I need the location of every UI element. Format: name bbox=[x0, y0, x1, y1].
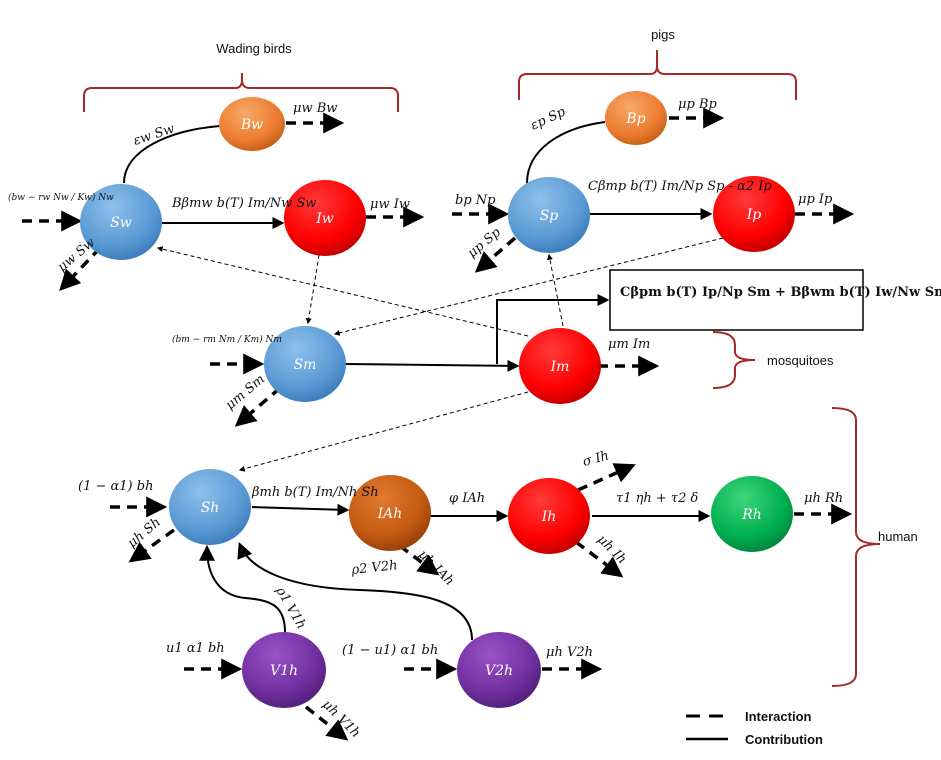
rate-mu-w-Bw: μw Bw bbox=[293, 101, 337, 116]
rate-recover-h: τ1 ηh + τ2 δ bbox=[616, 491, 699, 506]
brace-mosquitoes bbox=[712, 331, 756, 389]
svg-text:V1h: V1h bbox=[270, 663, 298, 679]
rate-phi-IAh: φ IAh bbox=[449, 491, 485, 506]
arrow-V1h-to-Sh bbox=[199, 544, 286, 633]
brace-wading-birds bbox=[83, 73, 399, 112]
rate-vacc2: (1 − u1) α1 bh bbox=[342, 643, 438, 658]
arrow-Sm-to-Im bbox=[344, 359, 520, 372]
rate-mu-p-Ip: μp Ip bbox=[798, 192, 833, 207]
node-IAh: IAh bbox=[349, 475, 431, 551]
arrow-Ih-sigma bbox=[577, 463, 636, 492]
node-Rh: Rh bbox=[711, 476, 793, 552]
group-label-mosquitoes: mosquitoes bbox=[767, 353, 834, 368]
svg-text:Sw: Sw bbox=[110, 215, 132, 231]
arrow-Sh-to-IAh bbox=[251, 503, 350, 516]
svg-text:Im: Im bbox=[550, 359, 570, 375]
svg-text:Sh: Sh bbox=[201, 500, 220, 516]
rate-mu-w-Iw: μw Iw bbox=[370, 197, 410, 212]
arrow-to-mosquito-box bbox=[496, 294, 610, 364]
group-label-pigs: pigs bbox=[651, 27, 675, 42]
rate-mu-p-Sp: μp Sp bbox=[465, 225, 504, 261]
legend-contribution: Contribution bbox=[745, 732, 823, 747]
rate-infect-h: βmh b(T) Im/Nh Sh bbox=[251, 485, 379, 500]
node-Iw: Iw bbox=[284, 180, 366, 256]
arrow-IAh-death bbox=[398, 544, 440, 576]
svg-text:Sm: Sm bbox=[294, 357, 317, 373]
node-V1h: V1h bbox=[242, 632, 326, 708]
group-label-wading-birds: Wading birds bbox=[216, 41, 292, 56]
rate-eps-p-Sp: εp Sp bbox=[528, 104, 568, 133]
rate-birth-m: (bm − rm Nm / Km) Nm bbox=[172, 334, 282, 345]
rate-mu-h-Ih: μh Ih bbox=[594, 532, 629, 567]
node-Im: Im bbox=[519, 328, 601, 404]
brace-human bbox=[831, 407, 881, 687]
brace-pigs bbox=[518, 50, 797, 100]
rate-mu-w-Sw: μw Sw bbox=[55, 235, 98, 275]
node-Ih: Ih bbox=[508, 478, 590, 554]
svg-text:Iw: Iw bbox=[315, 211, 334, 227]
legend: Interaction Contribution bbox=[686, 709, 823, 747]
rate-mu-m-Im: μm Im bbox=[608, 337, 650, 352]
node-Sw: Sw bbox=[80, 184, 162, 260]
arrow-Ip-to-Sm bbox=[333, 237, 724, 336]
node-Ip: Ip bbox=[713, 176, 795, 252]
arrow-Sp-death bbox=[474, 236, 517, 273]
rate-birth-h: (1 − α1) bh bbox=[78, 479, 153, 494]
node-Bp: Bp bbox=[605, 91, 667, 145]
arrow-Sh-death bbox=[128, 528, 176, 563]
arrow-Im-to-Sh bbox=[238, 391, 529, 472]
arrow-V1h-death bbox=[304, 705, 349, 741]
group-label-human: human bbox=[878, 529, 918, 544]
arrow-Im-to-Sw bbox=[156, 246, 529, 337]
arrow-V2h-to-Sh bbox=[237, 542, 473, 641]
arrow-Sw-death bbox=[59, 246, 102, 292]
arrow-Sp-to-Bp bbox=[526, 121, 606, 184]
mosquito-force-of-infection-box bbox=[609, 269, 864, 331]
rate-mu-h-V2h: μh V2h bbox=[546, 645, 593, 660]
svg-text:Ih: Ih bbox=[541, 509, 557, 525]
rate-vacc1: u1 α1 bh bbox=[166, 641, 225, 656]
rate-infect-p: Cβmp b(T) Im/Np Sp - α2 Ip bbox=[588, 179, 772, 194]
svg-text:Sp: Sp bbox=[540, 208, 559, 224]
svg-text:Rh: Rh bbox=[741, 507, 762, 523]
rate-birth-p: bp Np bbox=[455, 193, 496, 208]
rate-mu-p-Bp: μp Bp bbox=[678, 97, 717, 112]
svg-text:IAh: IAh bbox=[377, 506, 403, 522]
rate-mu-m-Sm: μm Sm bbox=[223, 372, 268, 413]
node-Bw: Bw bbox=[219, 97, 285, 151]
svg-text:V2h: V2h bbox=[485, 663, 513, 679]
node-Sh: Sh bbox=[169, 469, 251, 545]
node-Sm: Sm bbox=[264, 326, 346, 402]
rate-rho2-V2h: ρ2 V2h bbox=[350, 558, 398, 578]
mosquito-box-formula: Cβpm b(T) Ip/Np Sm + Bβwm b(T) Iw/Nw Sm bbox=[620, 285, 941, 300]
arrow-Sm-death bbox=[234, 386, 282, 427]
arrow-Sw-to-Bw bbox=[123, 125, 221, 184]
rate-birth-w: (bw − rw Nw / Kw) Nw bbox=[8, 192, 114, 203]
svg-text:Bp: Bp bbox=[625, 111, 645, 127]
rate-infect-w: Bβmw b(T) Im/Nw Sw bbox=[171, 196, 316, 211]
svg-text:Ip: Ip bbox=[746, 207, 762, 223]
rate-mu-h-Sh: μh Sh bbox=[125, 515, 164, 551]
arrow-Im-to-Sp bbox=[546, 253, 564, 327]
arrow-Iw-to-Sm bbox=[305, 254, 320, 325]
arrow-Ih-death bbox=[574, 540, 624, 578]
node-V2h: V2h bbox=[457, 632, 541, 708]
rate-mu-h-IAh: μh IAh bbox=[415, 547, 457, 589]
rate-mu-h-V1h: μh V1h bbox=[319, 697, 363, 741]
node-Sp: Sp bbox=[508, 177, 590, 253]
rate-eps-w-Sw: εw Sw bbox=[132, 121, 177, 148]
rate-mu-h-Rh: μh Rh bbox=[804, 491, 843, 506]
legend-interaction: Interaction bbox=[745, 709, 812, 724]
svg-text:Bw: Bw bbox=[240, 117, 263, 133]
rate-sigma-Ih: σ Ih bbox=[581, 449, 610, 470]
